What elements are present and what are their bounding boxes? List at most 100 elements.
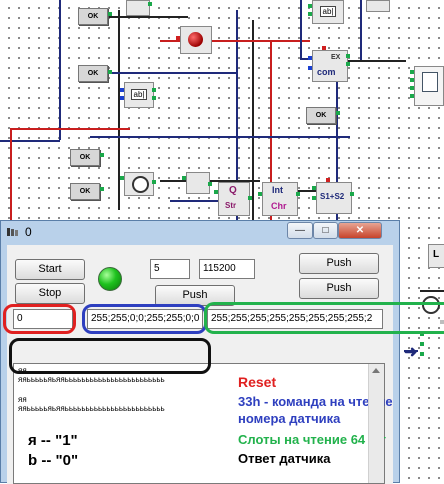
pin [308,66,312,70]
pin [100,153,104,157]
title-bar[interactable]: 0 — □ ✕ [1,221,399,243]
pin [258,192,262,196]
string-block[interactable]: Q Str [218,182,250,216]
port-number-field[interactable]: 5 [150,259,190,279]
wire [108,72,238,74]
concat-block-label: S1+S2 [320,192,345,201]
wire [160,180,260,182]
push-button-second[interactable]: Push [299,278,379,299]
command-field[interactable]: 255;255;0;0;255;255;0;0 [87,309,203,329]
edit-block-label: ab| [319,6,337,17]
pin [346,62,350,66]
pin [410,94,414,98]
minimize-button[interactable]: — [287,222,313,239]
wire [10,128,130,130]
concat-block[interactable]: S1+S2 [316,182,352,214]
highlight-sensor-answer [9,338,211,374]
timer-block[interactable] [186,172,210,194]
ok-button-block[interactable]: OK [306,107,336,124]
pin [152,96,156,100]
edit-block[interactable] [366,0,390,12]
pin [296,192,300,196]
wire [160,40,310,42]
pin [100,187,104,191]
wire [360,0,362,60]
annotation-command-line2: номера датчика [238,411,341,426]
output-memo[interactable]: яя яяьььььяьяяьььььььььььььььььььььььь я… [13,363,393,484]
timer-block[interactable] [124,172,154,196]
pin [182,176,186,180]
highlight-command-field [82,304,207,334]
wire [420,290,444,292]
ok-button-block[interactable]: OK [70,183,100,200]
close-button[interactable]: ✕ [338,222,382,239]
slots-field[interactable]: 255;255;255;255;255;255;255;255;2 [207,309,383,329]
highlight-slots-field [204,302,444,334]
edit-block[interactable] [126,0,150,16]
annotation-slots: Слоты на чтение 64 шт [238,432,386,447]
wire [59,0,61,140]
push-button[interactable]: Push [155,285,235,306]
baud-rate-field[interactable]: 115200 [199,259,255,279]
int-label: Int [272,185,283,195]
int-to-char-block[interactable]: Int Chr [262,182,298,216]
push-button-top[interactable]: Push [299,253,379,274]
pin [410,78,414,82]
annotation-command: 33h - команда на чтение номера датчика [238,393,393,427]
chr-label: Chr [271,201,287,211]
app-window: 0 — □ ✕ Start Stop 5 115200 Push Push Pu… [0,220,400,484]
com-port-block[interactable]: EX com [312,50,348,82]
memo-scrollbar[interactable] [368,364,384,483]
status-indicator-led [98,267,122,291]
wire [252,20,254,220]
start-button[interactable]: Start [15,259,85,280]
pin [148,2,152,6]
pin [308,4,312,8]
annotation-reset: Reset [238,374,277,390]
pin [248,196,252,200]
led-block[interactable] [180,26,212,54]
pin [108,12,112,16]
label-block[interactable]: L [428,244,444,268]
pin [308,56,312,60]
wire [90,136,350,138]
ok-button-block[interactable]: OK [78,8,108,25]
wire [236,10,238,220]
pin [440,320,444,324]
maximize-button[interactable]: □ [313,222,338,239]
clock-icon [132,176,149,193]
pin [176,36,180,40]
memo-line: яя [18,366,27,375]
arrow-icon: ➜ [404,344,418,361]
pin [120,96,124,100]
pin [420,342,424,346]
ok-button-block[interactable]: OK [70,149,100,166]
stop-button[interactable]: Stop [15,283,85,304]
pin [208,182,212,186]
pin [350,192,354,196]
com-label: com [317,67,336,77]
edit-block[interactable]: ab| [124,82,154,108]
wire [170,200,230,202]
document-icon [422,72,438,92]
pin [120,88,124,92]
wire [0,140,60,142]
memo-line: яя [18,395,27,404]
scroll-up-arrow-icon[interactable] [372,368,380,373]
reset-value-field[interactable]: 0 [13,309,73,329]
string-q-label: Q [229,185,237,196]
pin [420,332,424,336]
edit-block-label: ab| [130,89,148,100]
edit-block[interactable]: ab| [312,0,344,24]
pin [308,12,312,16]
pin [312,186,316,190]
wire [118,10,120,210]
pin [410,70,414,74]
pin [312,196,316,200]
memo-line: яяьььььяьяяьььььььььььььььььььььььь [18,404,165,413]
wire [270,40,272,220]
wire [290,190,320,192]
app-icon [7,228,18,236]
memo-block[interactable] [414,66,444,106]
ok-button-block[interactable]: OK [78,65,108,82]
